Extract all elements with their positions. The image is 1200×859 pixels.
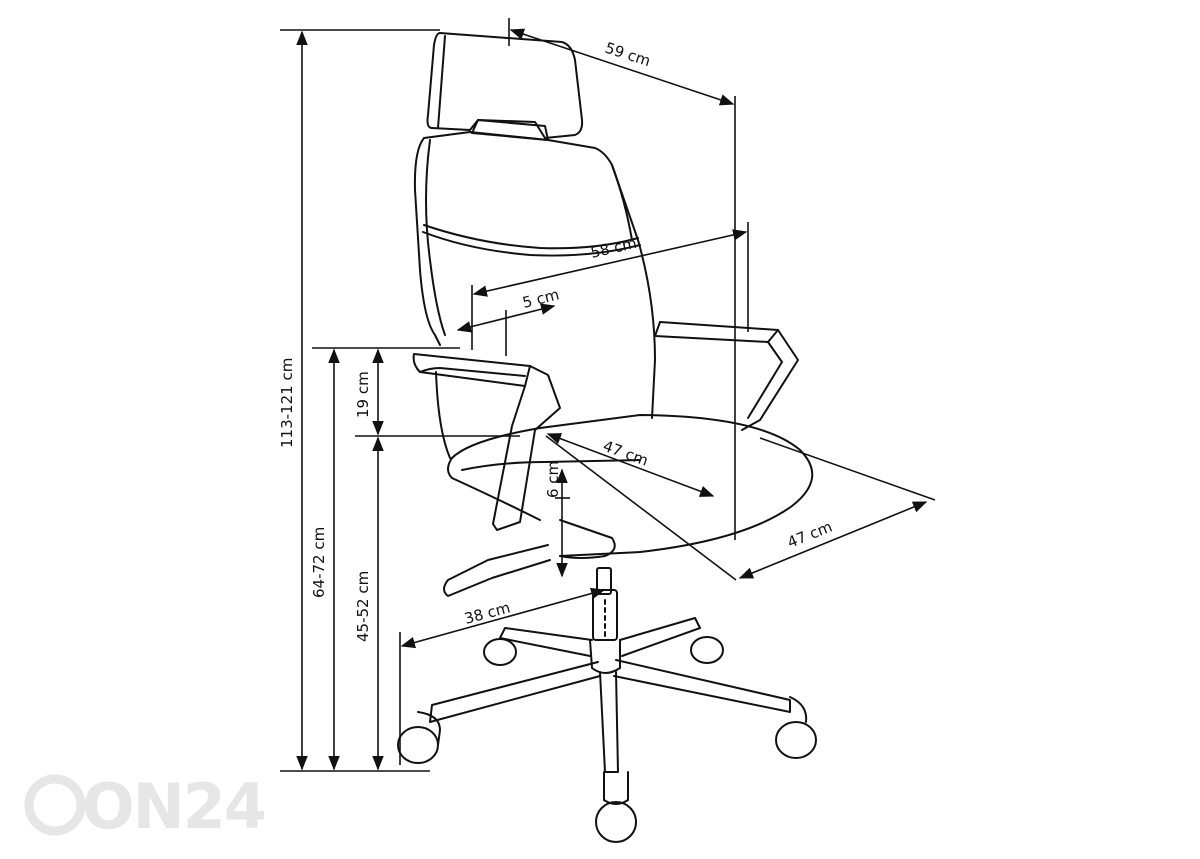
gas-lift [592,567,618,641]
label-armrest-width: 5 cm [521,285,561,311]
casters [397,636,817,843]
left-armrest [412,353,561,531]
label-armrest-height: 19 cm [354,371,372,418]
dim-line-depth-total [509,28,735,106]
dim-line-armrest-width [456,303,556,333]
headrest [426,32,584,141]
dim-line-seat-width [738,501,928,579]
backrest [413,131,656,419]
dim-line-seat-depth [546,433,715,497]
label-depth-total: 59 cm [603,39,653,71]
dimension-lines [280,18,936,772]
label-seat-width: 47 cm [785,518,835,552]
label-total-height: 113-121 cm [278,358,296,448]
watermark-logo: ON24 [24,770,267,843]
label-armrest-floor-height: 64-72 cm [310,527,328,598]
height-lever [443,544,551,597]
label-seat-thickness: 6 cm [544,461,562,498]
label-base-radius: 38 cm [462,598,512,627]
dim-line-width-back [472,229,748,297]
watermark-text: ON24 [82,770,265,843]
star-base [429,617,791,773]
label-seat-depth: 47 cm [601,437,651,470]
label-seat-height: 45-52 cm [354,571,372,642]
dim-line-base-radius [400,587,606,649]
right-armrest [654,321,799,431]
